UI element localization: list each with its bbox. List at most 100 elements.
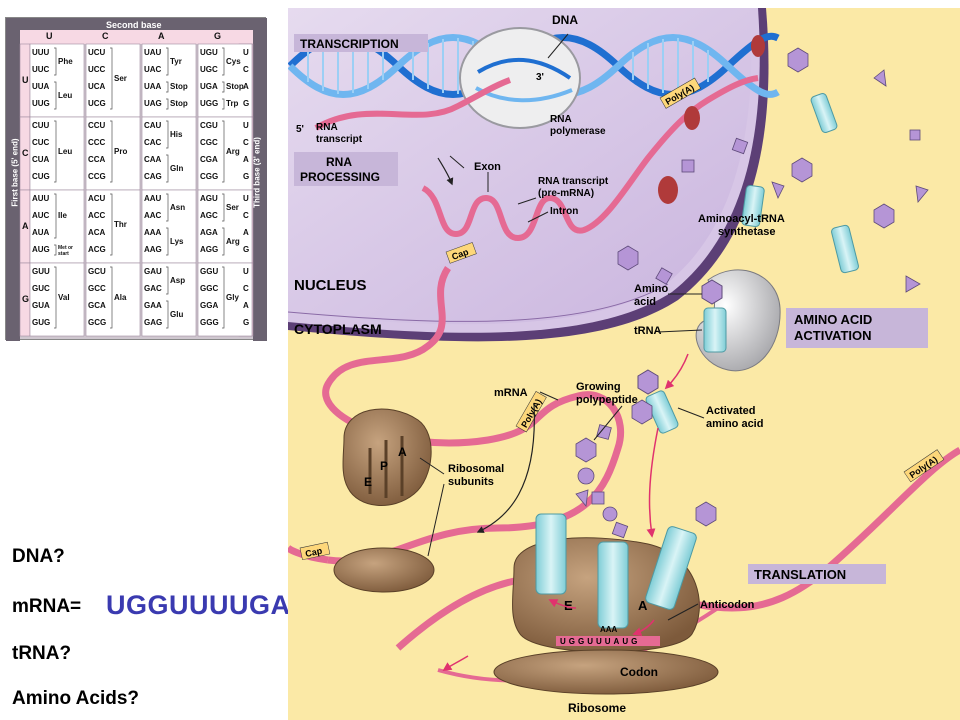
codon-aca: ACA — [88, 228, 106, 237]
amino-acid-label: Amino — [634, 283, 669, 295]
trna-p-site — [597, 541, 629, 629]
template-strand — [476, 57, 572, 80]
amino-acid-ala: Ala — [114, 292, 127, 302]
codon-uga: UGA — [200, 82, 218, 91]
ribosome-site-a: A — [638, 598, 648, 613]
rna-polymerase-label-2: polymerase — [550, 126, 606, 137]
codon-ugu: UGU — [200, 48, 218, 57]
codon-block — [141, 189, 197, 264]
amino-acid-bracket — [110, 120, 113, 183]
mrna-sequence: UGGUUUUGA — [106, 590, 291, 620]
ribosome-site-e: E — [564, 598, 573, 613]
codon-uac: UAC — [144, 65, 162, 74]
third-base-a: A — [243, 155, 249, 164]
third-base-a: A — [243, 82, 249, 91]
amino-acid-stop: Stop — [170, 99, 188, 108]
codon-agg: AGG — [200, 245, 219, 254]
ribosome-label: Ribosome — [568, 701, 626, 715]
codon-table-left-axis: First base (5' end) — [10, 138, 20, 207]
codon-acc: ACC — [88, 211, 106, 220]
codon-ggu: GGU — [200, 267, 219, 276]
amino-acid-cys: Cys — [226, 56, 241, 66]
subunit-sites — [368, 436, 404, 498]
trna-label: tRNA — [634, 325, 662, 337]
amino-acid-thr: Thr — [114, 219, 127, 229]
amino-acid-bracket — [222, 120, 225, 183]
codon-block — [141, 116, 197, 191]
anticodon-label: Anticodon — [700, 599, 755, 611]
membrane-line — [288, 283, 669, 322]
dna-label: DNA — [552, 13, 578, 27]
codon-ucg: UCG — [88, 99, 106, 108]
ribosome-small-subunit — [493, 649, 719, 695]
activated-amino-acid-label: Activated — [706, 405, 756, 417]
subunit-site-e: E — [364, 475, 372, 489]
codon-gga: GGA — [200, 301, 219, 310]
amino-acid-bracket — [166, 98, 169, 110]
amino-acid-bracket — [54, 47, 57, 76]
amino-acid-ser: Ser — [114, 73, 127, 83]
codon-table-title: Second base — [106, 20, 162, 30]
amino-acid-activation-heading-2: ACTIVATION — [794, 328, 872, 343]
codon-ccg: CCG — [88, 172, 106, 181]
amino-acid-bracket — [54, 193, 57, 239]
codon-uca: UCA — [88, 82, 106, 91]
codon-gcg: GCG — [88, 318, 107, 327]
activated-amino-acid-shape — [637, 369, 659, 395]
gene-expression-figure: TRANSCRIPTION DNA 3' 5' RNA transcript R… — [288, 8, 960, 720]
first-base-c: C — [22, 147, 29, 158]
amino-acid-bracket — [166, 154, 169, 183]
five-prime-label: 5' — [296, 124, 304, 135]
cap-tag-cytoplasm: Cap — [299, 541, 331, 561]
amino-acid-label-2: acid — [634, 296, 656, 308]
third-base-c: C — [243, 211, 249, 220]
codon-block — [197, 189, 253, 264]
trna-question: tRNA? — [12, 643, 72, 664]
second-base-row — [20, 30, 253, 44]
amino-acid-trp: Trp — [226, 99, 239, 108]
synthetase-label-2: synthetase — [718, 226, 775, 238]
subunit-site-a: A — [398, 445, 407, 459]
rna-polymerase — [459, 27, 581, 129]
activated-amino-acid-label-2: amino acid — [706, 418, 763, 430]
delivery-arrow — [646, 427, 659, 538]
amino-acid-his: His — [170, 129, 183, 139]
codon-block — [29, 43, 85, 118]
codon-uuc: UUC — [32, 65, 50, 74]
rna-polymerase-label: RNA — [550, 114, 572, 125]
translation-box — [748, 564, 886, 584]
codon-cca: CCA — [88, 155, 106, 164]
third-base-g: G — [243, 318, 250, 327]
genetic-code-table: Second base First base (5' end) Third ba… — [5, 17, 267, 341]
codon-uug: UUG — [32, 99, 50, 108]
amino-acid-asp: Asp — [170, 275, 186, 285]
codon-auu: AUU — [32, 194, 50, 203]
amino-acid-bracket — [222, 193, 225, 222]
codon-cag: CAG — [144, 172, 162, 181]
codon-aac: AAC — [144, 211, 162, 220]
codon-gug: GUG — [32, 318, 51, 327]
codon-auc: AUC — [32, 211, 50, 220]
codon-guc: GUC — [32, 284, 50, 293]
codon-uau: UAU — [144, 48, 162, 57]
codon-ggc: GGC — [200, 284, 219, 293]
activation-arrow — [664, 353, 689, 390]
third-base-a: A — [243, 228, 249, 237]
amino-acid-arg: Arg — [226, 236, 240, 246]
codon-table-header — [6, 18, 267, 30]
amino-acid-bracket — [54, 120, 57, 183]
codon-aag: AAG — [144, 245, 162, 254]
codon-cug: CUG — [32, 172, 50, 181]
codon-gcu: GCU — [88, 267, 106, 276]
amino-acid-activation-heading: AMINO ACID — [794, 312, 872, 327]
amino-acid-stop: Stop — [226, 82, 244, 91]
codon-gag: GAG — [144, 318, 163, 327]
amino-acid-arg: Arg — [226, 146, 240, 156]
third-base-u: U — [243, 267, 249, 276]
codon-block — [197, 43, 253, 118]
pre-mrna-label-2: (pre-mRNA) — [538, 188, 594, 199]
amino-acid-bracket — [222, 81, 225, 93]
pre-mrna-label: RNA transcript — [538, 176, 609, 187]
third-base-u: U — [243, 48, 249, 57]
amino-acid-glu: Glu — [170, 309, 184, 319]
